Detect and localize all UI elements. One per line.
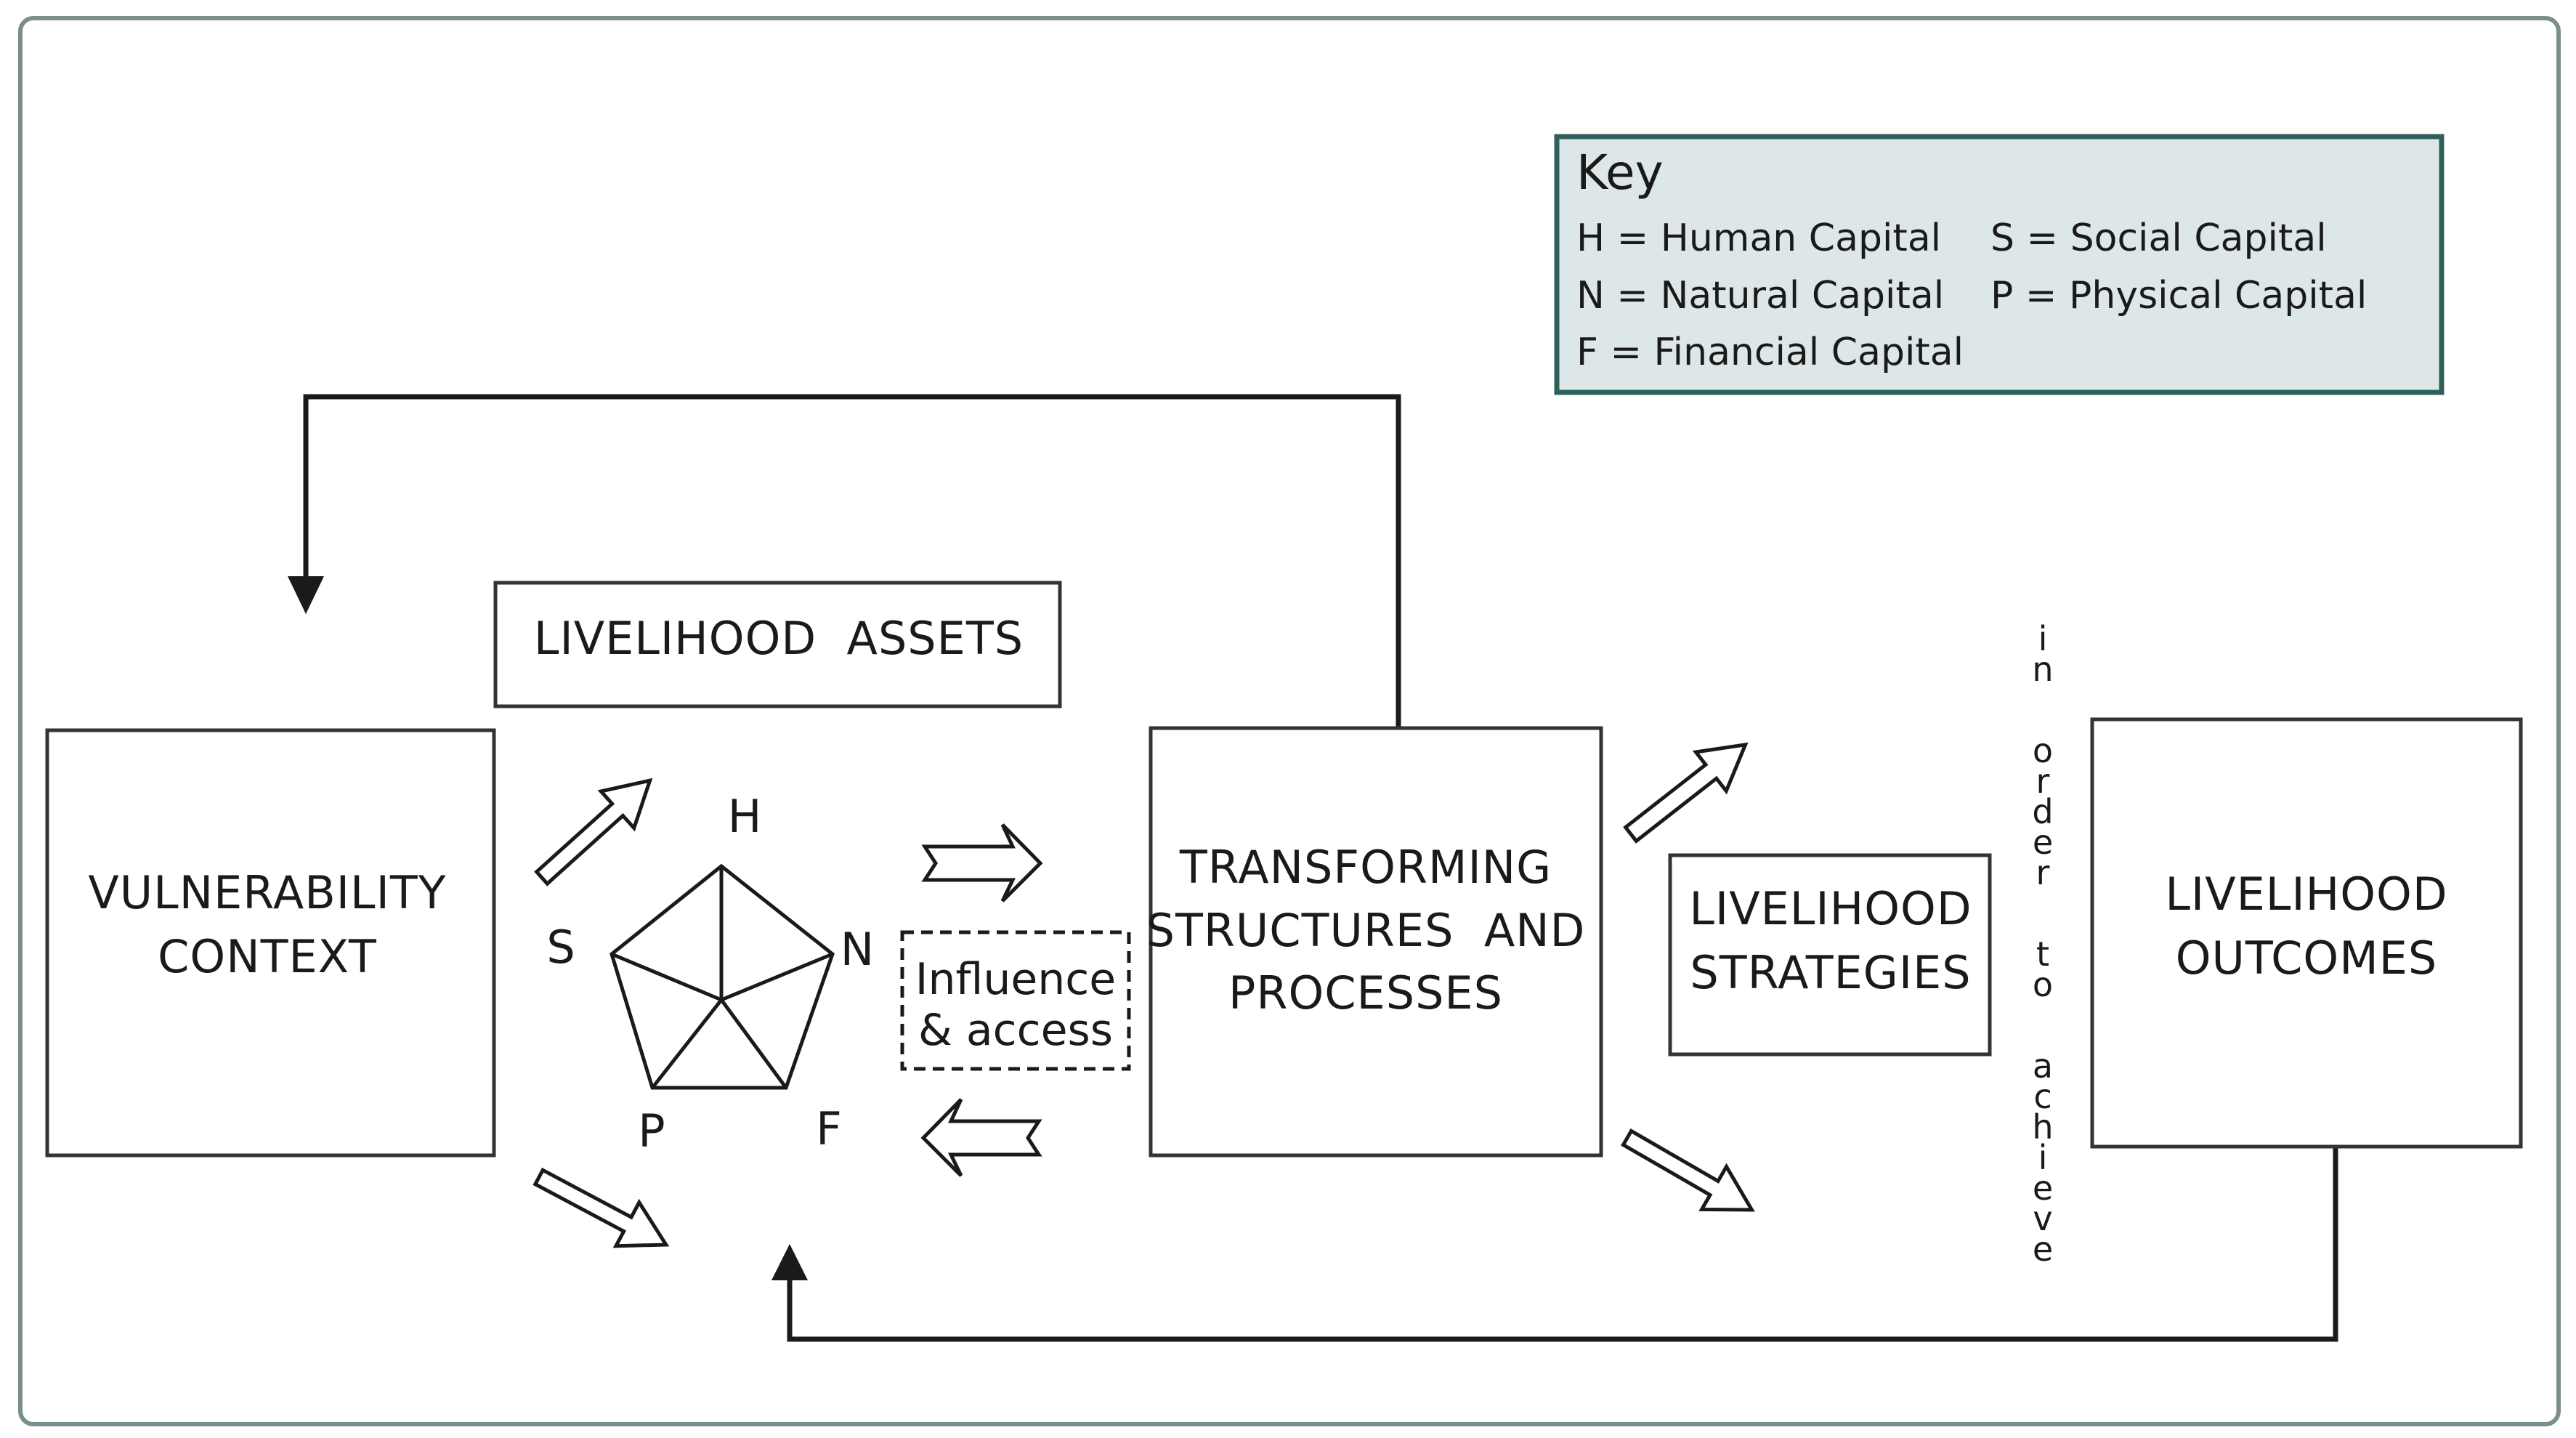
key-item-social: S = Social Capital (1990, 217, 2327, 260)
key-item-financial: F = Financial Capital (1576, 331, 1964, 374)
livelihood-assets-label: LIVELIHOOD ASSETS (534, 612, 1024, 665)
key-item-human: H = Human Capital (1576, 217, 1941, 260)
vulnerability-context-box: VULNERABILITY CONTEXT (45, 728, 496, 1158)
access-label: & access (918, 1005, 1113, 1056)
transforming-label-line2: STRUCTURES AND (1146, 904, 1586, 957)
feedback-loop-bottom (771, 1147, 2338, 1342)
capital-letter-p: P (638, 1104, 665, 1158)
capital-letter-f: F (816, 1102, 842, 1155)
outcomes-label-line1: LIVELIHOOD (2165, 868, 2447, 921)
vulnerability-label-line2: CONTEXT (158, 930, 377, 983)
hollow-arrow-icon (532, 1167, 670, 1248)
vertical-text-letter: c (2033, 1077, 2052, 1116)
arrow-up-icon (771, 1244, 808, 1280)
vertical-text-letter: n (2032, 650, 2053, 689)
key-item-physical: P = Physical Capital (1990, 274, 2367, 318)
hollow-arrow-icon (920, 1098, 1042, 1177)
hollow-arrows (532, 742, 1755, 1248)
outcomes-label-line2: OUTCOMES (2176, 932, 2438, 985)
vertical-text-letter: i (2038, 1138, 2048, 1177)
strategies-label-line1: LIVELIHOOD (1689, 882, 1972, 935)
vertical-text-letter: r (2036, 853, 2050, 892)
vertical-text-letter: a (2033, 1046, 2053, 1086)
capital-letter-s: S (546, 921, 575, 974)
vertical-text-letter: t (2036, 934, 2049, 974)
transforming-label-line3: PROCESSES (1228, 966, 1503, 1019)
capital-letter-h: H (728, 790, 762, 843)
livelihood-outcomes-box: LIVELIHOOD OUTCOMES (2090, 717, 2523, 1149)
vertical-text-letter: d (2032, 792, 2053, 831)
feedback-loop-top (288, 394, 1401, 728)
vertical-text-letter: r (2036, 762, 2050, 801)
arrow-down-icon (288, 576, 324, 614)
vertical-text-letter: h (2032, 1107, 2053, 1147)
hollow-arrow-icon (1621, 1128, 1755, 1212)
vertical-text-letter: v (2033, 1199, 2052, 1238)
key-background (1554, 134, 2445, 395)
transforming-label-line1: TRANSFORMING (1179, 841, 1552, 894)
key-box: Key H = Human Capital S = Social Capital… (1554, 134, 2445, 395)
influence-label: Influence (915, 954, 1116, 1005)
vertical-text-letter: e (2033, 823, 2053, 862)
vertical-text-letter: o (2033, 731, 2053, 770)
key-title: Key (1576, 145, 1664, 201)
vertical-text-letter: o (2033, 965, 2053, 1004)
vertical-text-letter: e (2033, 1229, 2053, 1269)
asset-pentagon-icon (609, 863, 835, 1090)
hollow-arrow-icon (1623, 742, 1749, 844)
livelihood-strategies-box: LIVELIHOOD STRATEGIES (1668, 853, 1992, 1057)
key-item-natural: N = Natural Capital (1576, 274, 1944, 318)
vertical-text-letter: e (2033, 1168, 2053, 1208)
capital-letter-n: N (841, 923, 874, 976)
vulnerability-label-line1: VULNERABILITY (88, 866, 446, 919)
influence-access-box: Influence & access (900, 930, 1131, 1071)
strategies-label-line2: STRATEGIES (1690, 946, 1971, 999)
vertical-text-letter: i (2038, 619, 2048, 658)
hollow-arrow-icon (921, 823, 1043, 902)
transforming-structures-box: TRANSFORMING STRUCTURES AND PROCESSES (1146, 726, 1603, 1158)
hollow-arrow-icon (534, 777, 653, 886)
livelihood-assets-box: LIVELIHOOD ASSETS (493, 581, 1062, 708)
outer-frame (18, 16, 2561, 1426)
